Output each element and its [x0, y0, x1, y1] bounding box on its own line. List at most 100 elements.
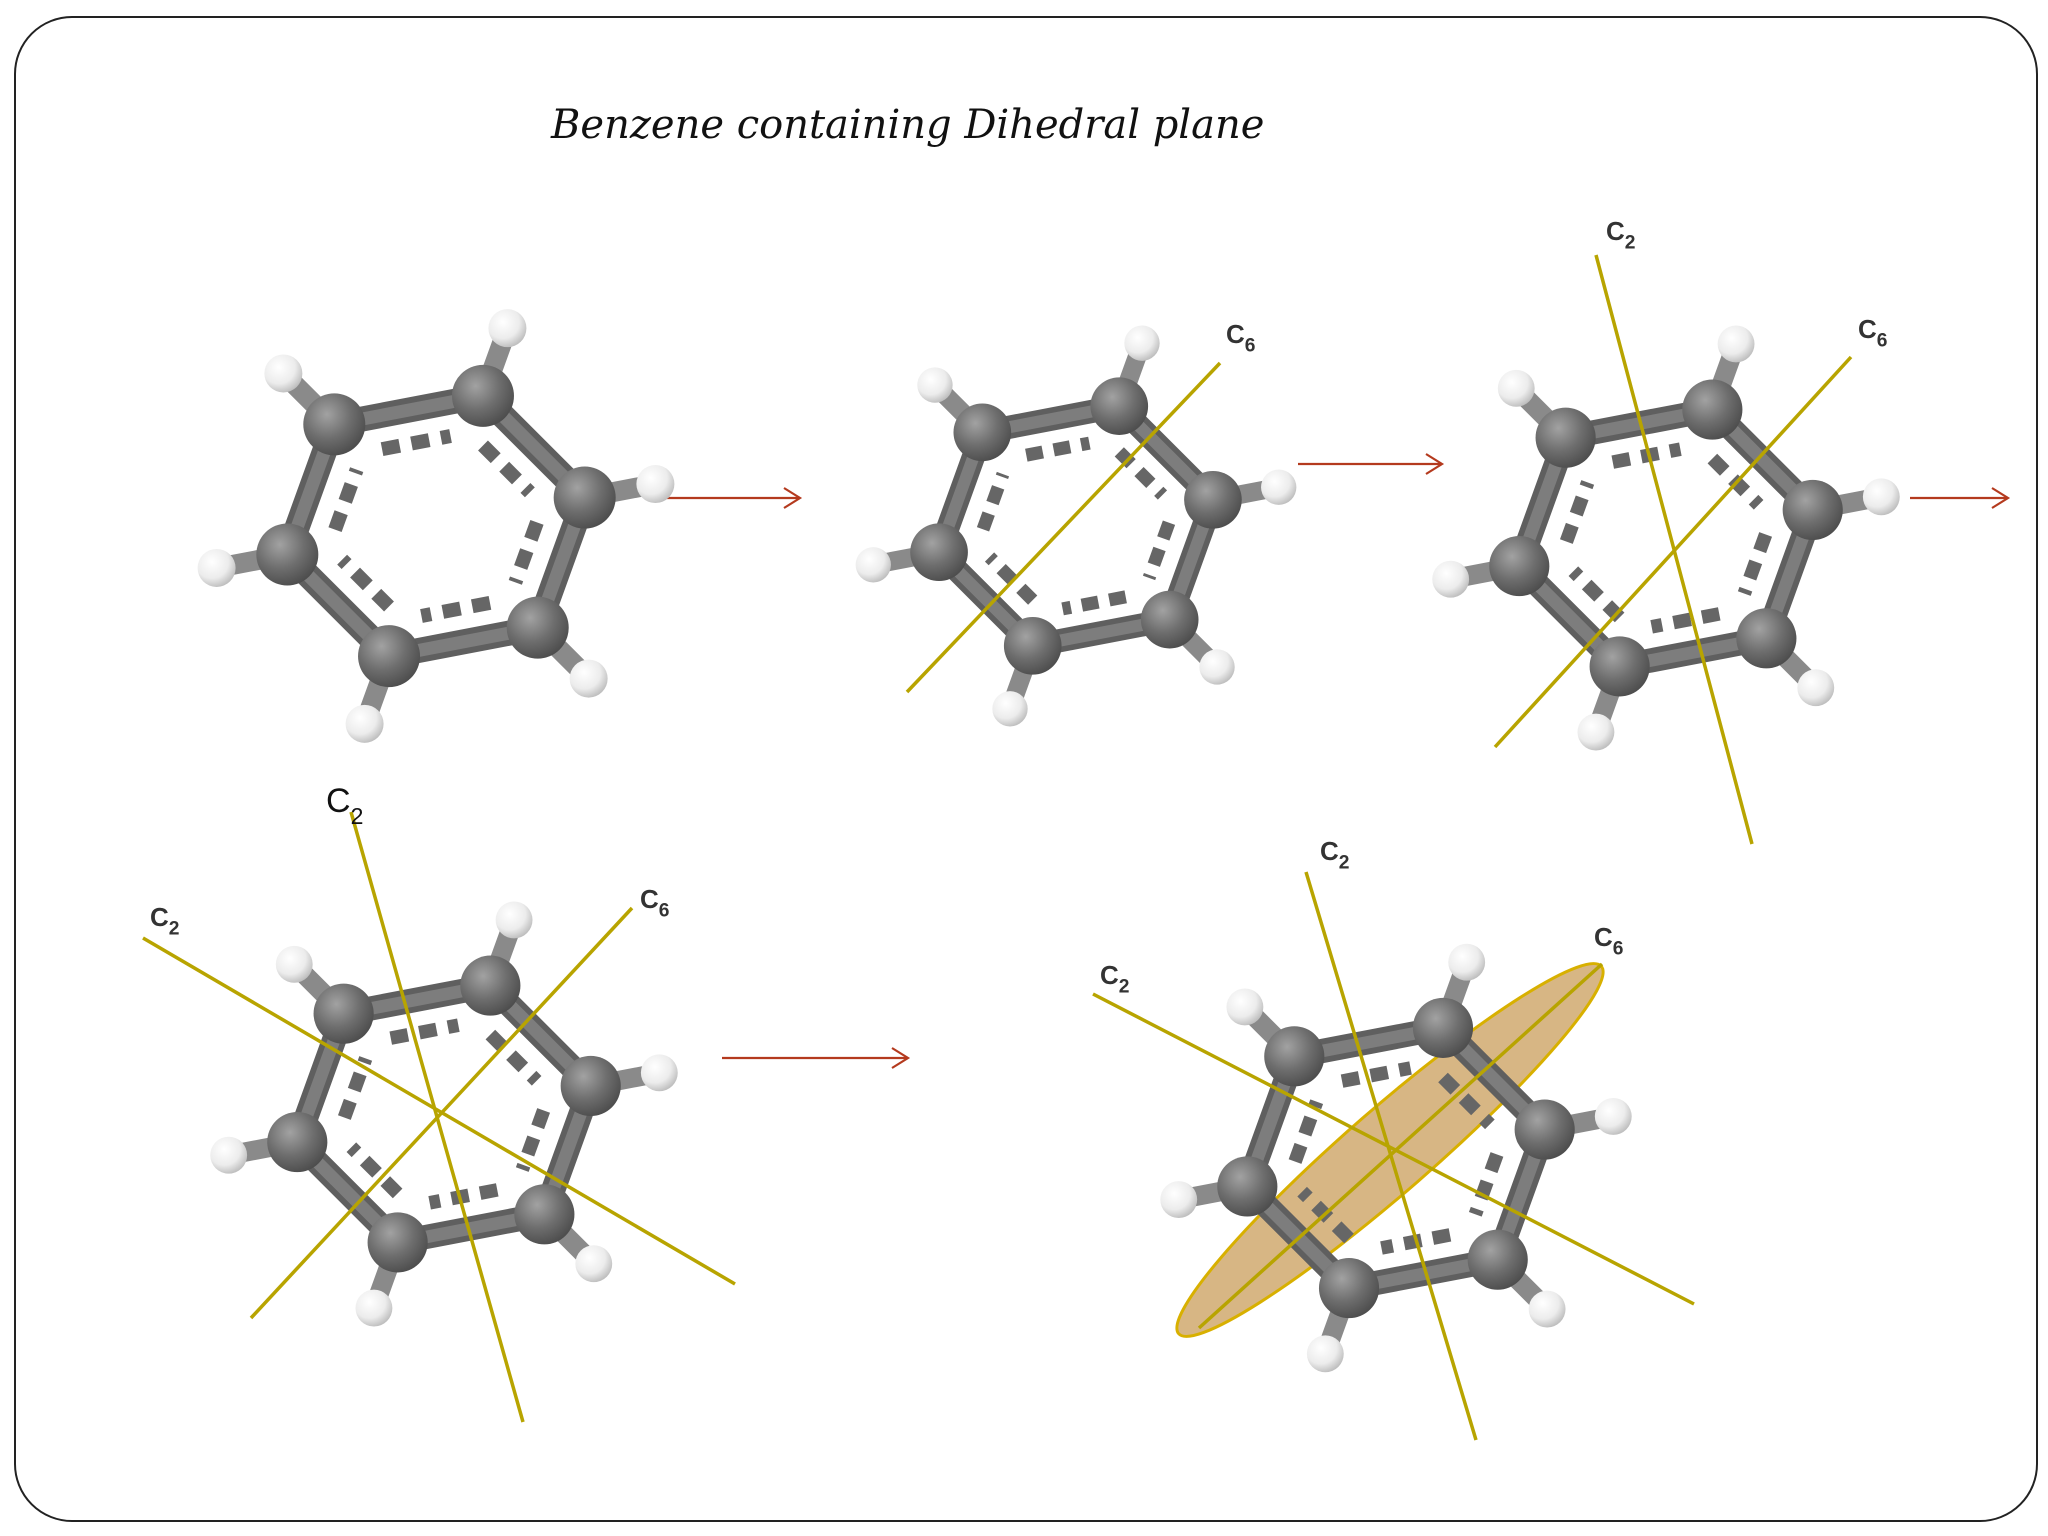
pi-bond [1559, 480, 1595, 544]
hydrogen-atom [855, 547, 891, 583]
pi-bond [976, 471, 1010, 532]
hydrogen-atom [917, 367, 953, 403]
hydrogen-atom [636, 465, 675, 504]
carbon-atom [953, 403, 1012, 462]
pi-bond [389, 1018, 460, 1045]
hydrogen-atom [1160, 1181, 1198, 1218]
carbon-atom [1514, 1099, 1575, 1160]
carbon-atom [460, 955, 521, 1016]
carbon-atom [303, 393, 366, 456]
c2-axis-label: C2 [1320, 836, 1349, 873]
hydrogen-atom [1862, 478, 1900, 516]
carbon-atom [1264, 1026, 1325, 1087]
hydrogen-atom [1199, 649, 1235, 685]
carbon-atom [256, 523, 319, 586]
hydrogen-atom [640, 1054, 678, 1092]
c2-axis-label: C2 [1606, 216, 1635, 253]
hydrogen-atom [569, 659, 608, 698]
hydrogen-atom [1797, 669, 1835, 707]
hydrogen-atom [1432, 560, 1470, 598]
hydrogen-atom [992, 691, 1028, 727]
carbon-atom [1184, 470, 1242, 529]
pi-bond [1650, 607, 1721, 634]
pi-bond [1568, 566, 1625, 623]
pi-bond [1737, 532, 1773, 596]
hydrogen-atom [575, 1245, 613, 1283]
carbon-atom [1782, 479, 1843, 541]
pi-bond [1611, 442, 1682, 469]
carbon-atom [1736, 608, 1797, 669]
carbon-atom [1589, 636, 1650, 697]
carbon-atom [514, 1184, 575, 1245]
carbon-atom [553, 466, 616, 529]
carbon-atom [910, 523, 968, 582]
pi-bond [1438, 1072, 1495, 1130]
c2-axis-label-large: C2 [326, 782, 363, 829]
pi-bond [380, 429, 452, 456]
hydrogen-atom [210, 1136, 248, 1174]
hydrogen-atom [1717, 325, 1755, 363]
c2-axis [1092, 992, 1695, 1306]
hydrogen-atom [1497, 369, 1535, 407]
hydrogen-atom [1594, 1098, 1632, 1135]
carbon-atom [1682, 379, 1743, 440]
hydrogen-atom [355, 1289, 393, 1327]
pi-bond [328, 467, 364, 532]
c6-axis [1197, 962, 1604, 1330]
hydrogen-atom [1528, 1290, 1566, 1328]
arrow-4 [722, 1047, 911, 1069]
carbon-atom [267, 1111, 328, 1173]
pi-bond [478, 440, 535, 498]
c6-axis-label: C6 [1858, 314, 1887, 351]
c2-axis-label: C2 [150, 902, 179, 939]
c2-axis [1594, 254, 1754, 845]
pi-bond [984, 552, 1038, 605]
carbon-atom [560, 1055, 621, 1117]
benzene-plain [197, 309, 675, 743]
hydrogen-atom [275, 945, 313, 983]
carbon-atom [313, 983, 374, 1044]
carbon-atom [367, 1212, 428, 1273]
carbon-atom [358, 625, 421, 688]
carbon-atom [1535, 407, 1596, 468]
carbon-atom [1489, 535, 1550, 597]
hydrogen-atom [264, 354, 303, 393]
pi-bond [337, 554, 394, 612]
arrow-3 [1910, 487, 2011, 509]
pi-bond [337, 1056, 373, 1120]
hydrogen-atom [1448, 943, 1486, 981]
pi-bond [485, 1029, 542, 1086]
hydrogen-atom [495, 901, 533, 939]
pi-bond [1061, 590, 1127, 616]
pi-bond [420, 596, 492, 623]
pi-bond [346, 1142, 403, 1199]
arrow-1 [658, 487, 803, 509]
carbon-atom [1217, 1156, 1278, 1217]
pi-bond [1142, 520, 1176, 581]
carbon-atom [1090, 377, 1149, 435]
hydrogen-atom [197, 548, 236, 587]
pi-bond [1288, 1099, 1324, 1164]
c2-axis-label: C2 [1100, 960, 1129, 997]
carbon-atom [1467, 1229, 1528, 1290]
arrows-layer [658, 453, 2011, 1069]
hydrogen-atom [1577, 713, 1615, 751]
c6-axis-label: C6 [1226, 319, 1255, 356]
hydrogen-atom [1261, 469, 1297, 505]
arrow-2 [1298, 453, 1445, 475]
c2-axis [1304, 871, 1478, 1441]
hydrogen-atom [1306, 1335, 1344, 1373]
hydrogen-atom [1124, 325, 1160, 361]
carbon-atom [506, 596, 569, 659]
carbon-atom [1412, 997, 1474, 1058]
carbon-atom [451, 364, 514, 427]
hydrogen-atom [1226, 988, 1264, 1026]
pi-bond [515, 1108, 551, 1172]
c6-axis [905, 361, 1222, 694]
carbon-atom [1140, 590, 1199, 649]
c2-axis [142, 936, 736, 1286]
pi-bond [508, 520, 544, 585]
